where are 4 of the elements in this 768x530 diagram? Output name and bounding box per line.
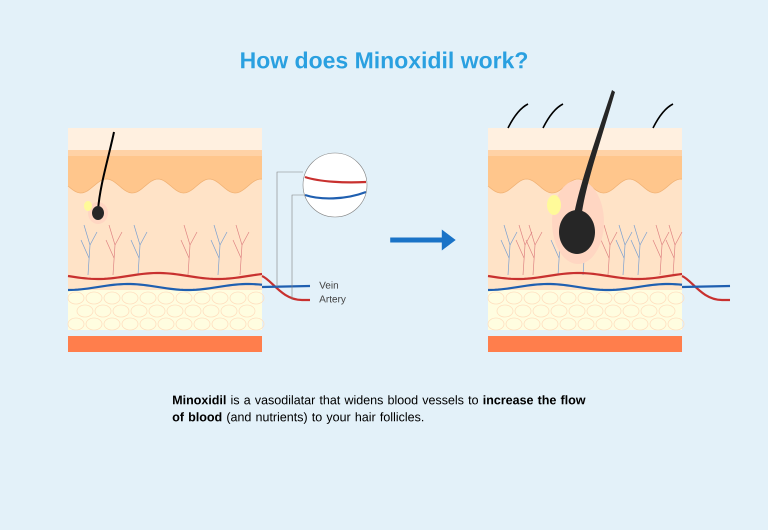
title: How does Minoxidil work? (241, 52, 528, 68)
skin-cross-section-drawing (488, 90, 730, 352)
skin-cross-section-drawing (68, 128, 310, 352)
caption: Minoxidil is a vasodilatar that widens blood vessels to increase the flow of blood (and nutrients) to your hair follicles. (172, 395, 586, 424)
